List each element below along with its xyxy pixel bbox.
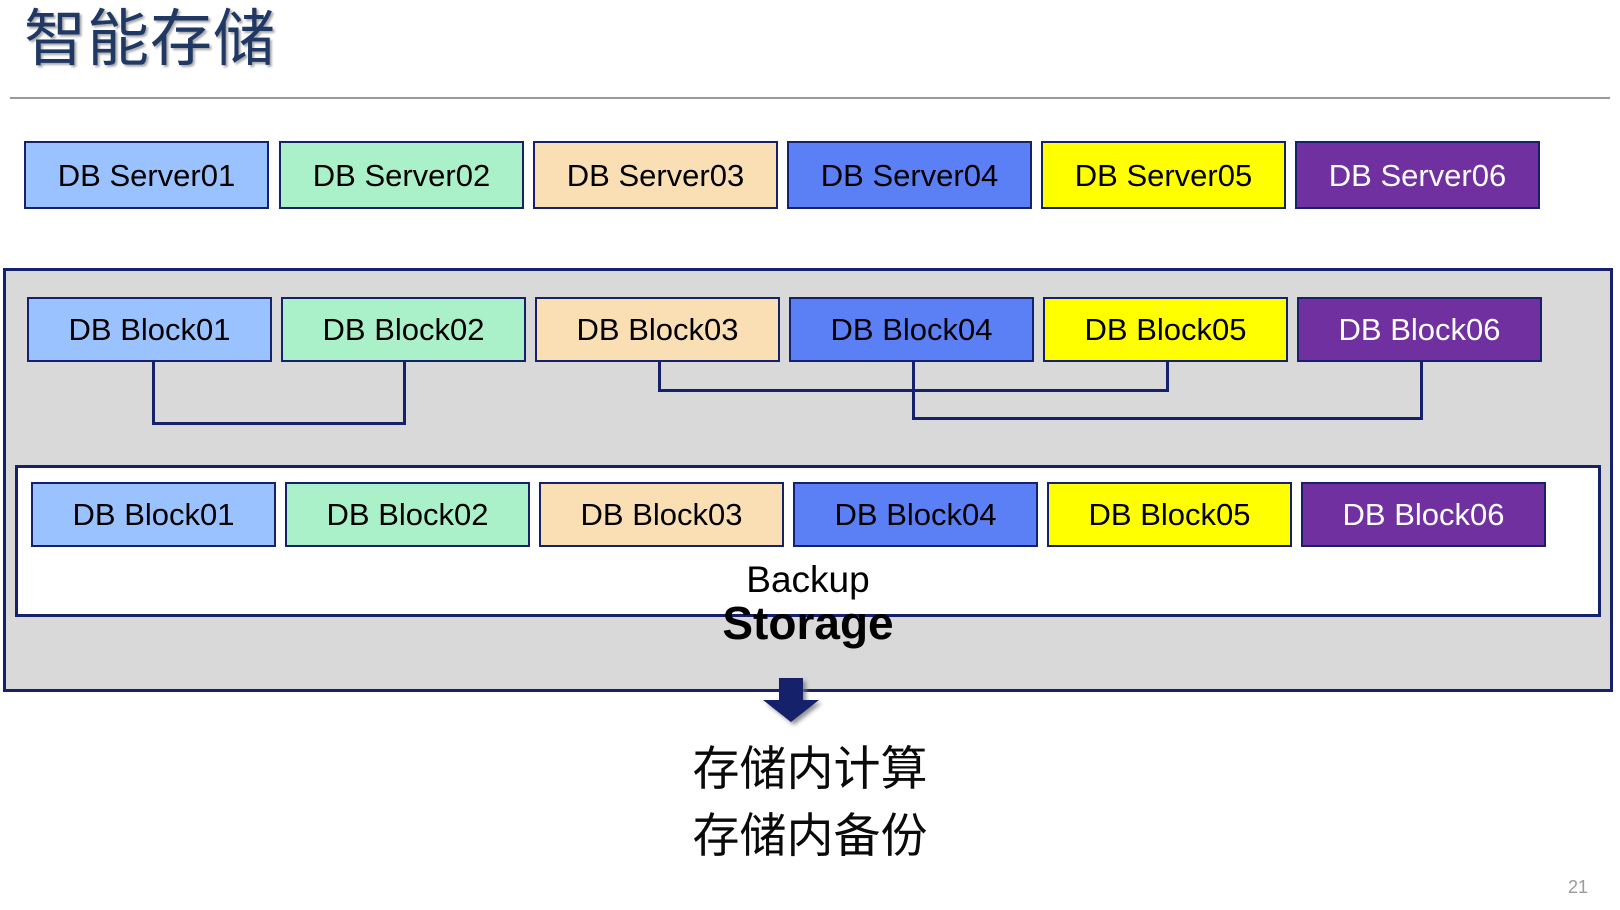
title-divider bbox=[10, 97, 1610, 99]
db-server-box-label: DB Server05 bbox=[1074, 157, 1253, 193]
storage-label: Storage bbox=[722, 597, 894, 649]
db-server-box-5[interactable]: DB Server05 bbox=[1041, 141, 1286, 209]
db-server-box-label: DB Server01 bbox=[57, 157, 236, 193]
db-server-box-4[interactable]: DB Server04 bbox=[787, 141, 1032, 209]
db-server-box-3[interactable]: DB Server03 bbox=[533, 141, 778, 209]
db-block-backup-box-label: DB Block05 bbox=[1088, 497, 1251, 532]
db-server-box-1[interactable]: DB Server01 bbox=[24, 141, 269, 209]
db-server-box-6[interactable]: DB Server06 bbox=[1295, 141, 1540, 209]
db-block-backup-box-label: DB Block03 bbox=[580, 497, 743, 532]
footer-line-1: 存储内计算 bbox=[692, 742, 928, 795]
db-block-backup-box-1[interactable]: DB Block01 bbox=[31, 482, 276, 547]
db-block-box-6[interactable]: DB Block06 bbox=[1297, 297, 1542, 362]
page-number: 21 bbox=[1567, 877, 1588, 897]
connector-block01-block02-left bbox=[152, 362, 155, 422]
db-block-backup-box-5[interactable]: DB Block05 bbox=[1047, 482, 1292, 547]
db-block-box-label: DB Block06 bbox=[1338, 312, 1501, 347]
db-block-box-label: DB Block01 bbox=[68, 312, 231, 347]
connector-block03-block05-left bbox=[658, 362, 661, 389]
db-block-backup-box-2[interactable]: DB Block02 bbox=[285, 482, 530, 547]
db-block-box-label: DB Block05 bbox=[1084, 312, 1247, 347]
down-arrow-icon bbox=[763, 678, 819, 722]
db-block-box-label: DB Block02 bbox=[322, 312, 485, 347]
db-block-box-1[interactable]: DB Block01 bbox=[27, 297, 272, 362]
db-block-backup-box-4[interactable]: DB Block04 bbox=[793, 482, 1038, 547]
db-server-box-label: DB Server03 bbox=[566, 157, 745, 193]
connector-block04-block06-right bbox=[1420, 362, 1423, 417]
db-block-backup-box-label: DB Block01 bbox=[72, 497, 235, 532]
db-server-box-label: DB Server04 bbox=[820, 157, 999, 193]
connector-block03-block05-right bbox=[1166, 362, 1169, 389]
db-block-box-4[interactable]: DB Block04 bbox=[789, 297, 1034, 362]
backup-panel: DB Block01 DB Block02 DB Block03 DB Block04… bbox=[15, 465, 1601, 617]
connector-block04-block06-join bbox=[912, 417, 1423, 420]
db-block-backup-box-label: DB Block04 bbox=[834, 497, 997, 532]
db-server-box-2[interactable]: DB Server02 bbox=[279, 141, 524, 209]
connector-block01-block02-right bbox=[403, 362, 406, 422]
page-title: 智能存储 bbox=[24, 5, 277, 74]
db-block-box-label: DB Block03 bbox=[576, 312, 739, 347]
db-block-box-2[interactable]: DB Block02 bbox=[281, 297, 526, 362]
footer-text: 存储内计算存储内备份 bbox=[0, 735, 1620, 869]
db-block-box-5[interactable]: DB Block05 bbox=[1043, 297, 1288, 362]
db-block-box-label: DB Block04 bbox=[830, 312, 993, 347]
backup-label: Backup bbox=[746, 559, 870, 600]
storage-container: DB Block01 DB Block02 DB Block03 DB Block04… bbox=[3, 268, 1613, 722]
db-block-backup-box-6[interactable]: DB Block06 bbox=[1301, 482, 1546, 547]
db-block-box-3[interactable]: DB Block03 bbox=[535, 297, 780, 362]
footer-line-2: 存储内备份 bbox=[692, 809, 928, 862]
db-server-box-label: DB Server06 bbox=[1328, 157, 1507, 193]
connector-block04-block06-left bbox=[912, 362, 915, 417]
db-block-backup-box-3[interactable]: DB Block03 bbox=[539, 482, 784, 547]
connector-block01-block02-join bbox=[152, 422, 406, 425]
db-server-box-label: DB Server02 bbox=[312, 157, 491, 193]
db-block-backup-box-label: DB Block02 bbox=[326, 497, 489, 532]
db-block-backup-box-label: DB Block06 bbox=[1342, 497, 1505, 532]
